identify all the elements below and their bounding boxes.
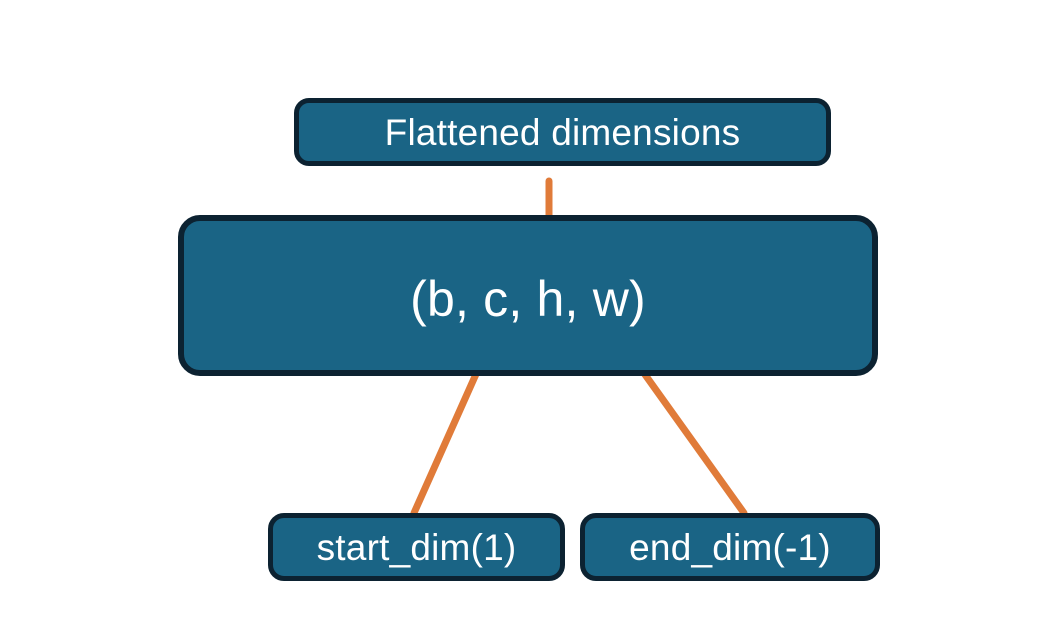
flattened-dimensions-label: Flattened dimensions (384, 111, 741, 153)
start-dim-label: start_dim(1) (316, 526, 517, 568)
tensor-shape-box[interactable]: (b, c, h, w) (178, 215, 878, 376)
flattened-dimensions-box[interactable]: Flattened dimensions (294, 98, 831, 166)
end-dim-box[interactable]: end_dim(-1) (580, 513, 880, 581)
start-dim-box[interactable]: start_dim(1) (268, 513, 565, 581)
end-dim-label: end_dim(-1) (629, 526, 831, 568)
tensor-shape-label: (b, c, h, w) (410, 270, 646, 327)
